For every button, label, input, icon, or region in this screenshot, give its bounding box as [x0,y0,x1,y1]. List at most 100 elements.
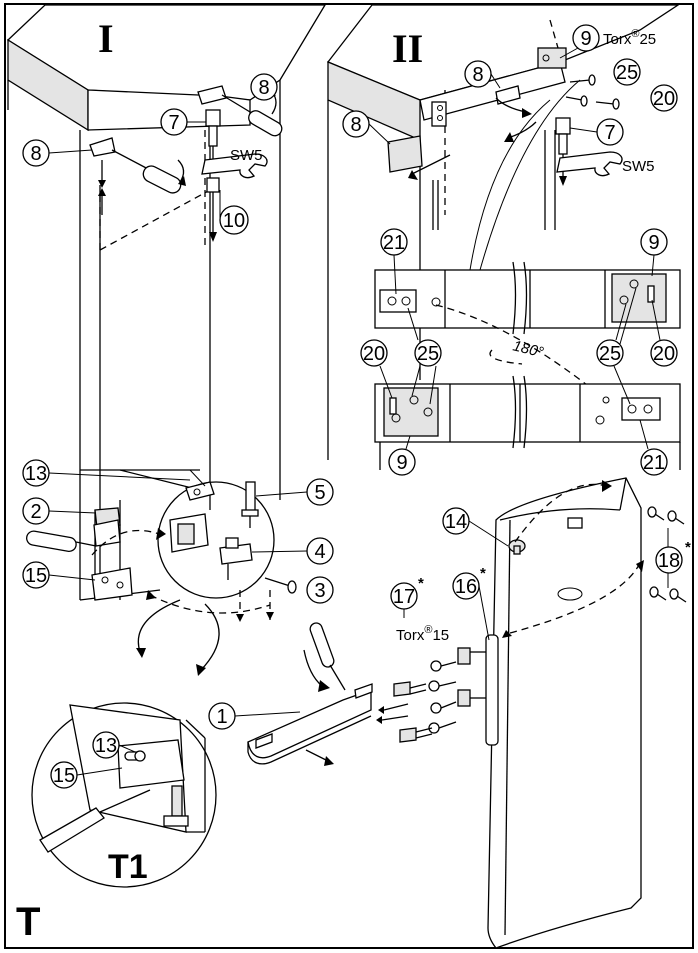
hinge-cover-8-left [387,135,423,173]
callout-5: 5 [255,478,334,506]
wrench-tool-left [201,153,268,179]
svg-text:9: 9 [648,232,659,254]
svg-text:25: 25 [616,62,638,84]
callout-9-strip: 9 [640,228,668,277]
screws-18 [647,506,687,603]
callout-25-left: 25 [407,307,442,405]
hinge-detail-magnifier [119,469,275,599]
rotation-angle-label: 180° [511,337,545,361]
handle-screws [428,647,486,734]
svg-text:20: 20 [653,343,675,365]
callout-15-b: 15 [50,761,123,789]
svg-text:10: 10 [223,210,245,232]
plinth-cover [247,683,373,765]
callout-4: 4 [251,537,334,565]
corner-label-T: T [16,900,40,944]
asterisk-17: * [418,575,424,592]
screw-3 [264,577,297,594]
callout-1: 1 [208,702,301,730]
svg-text:1: 1 [216,706,227,728]
callout-13-a: 13 [22,459,191,487]
panel-label-I: I [98,16,114,61]
callout-9-bottom: 9 [388,435,416,476]
callout-15-a: 15 [22,561,96,589]
callout-20-left: 20 [360,339,393,399]
page-border [4,3,694,949]
svg-text:9: 9 [580,28,591,50]
callout-3: 3 [306,576,334,604]
hinge-pin-bolt-right [555,117,571,186]
callout-25-right: 25 [596,287,637,405]
svg-text:16: 16 [455,576,477,598]
screwdriver-tool-lower [26,530,97,553]
svg-text:25: 25 [417,343,439,365]
callout-16: 16 [452,572,490,641]
screwdriver-tool-plinth [309,622,346,691]
svg-text:15: 15 [53,765,75,787]
svg-text:21: 21 [643,452,665,474]
asterisk-18: * [685,539,691,556]
callout-10: 10 [219,190,249,235]
callout-7-b: 7 [569,118,624,146]
panel-label-II: II [392,26,423,71]
callout-17: 17 [390,582,418,618]
callout-7-a: 7 [160,108,206,136]
detail-label-T1: T1 [108,848,148,886]
svg-text:9: 9 [396,452,407,474]
fridge-door [487,477,642,949]
top-hinge-bracket [419,47,567,127]
screwdriver-tool-upper [89,137,182,194]
asterisk-16: * [480,565,486,582]
torx-25-label: Torx®25 [603,28,656,48]
hinge-pin-bolt [205,109,221,170]
wrench-tool-right [556,151,623,177]
wrench-size-label-left: SW5 [230,147,263,164]
svg-text:20: 20 [653,88,675,110]
bottom-hinge-left [91,500,133,601]
hinge-strip-lower [374,375,681,449]
callout-14: 14 [442,507,509,547]
svg-text:13: 13 [95,735,117,757]
svg-text:5: 5 [314,482,325,504]
door-handle [485,634,499,746]
svg-text:21: 21 [383,232,405,254]
svg-text:7: 7 [168,112,179,134]
callout-13-b: 13 [92,731,136,759]
screws-top-right [565,74,620,110]
callout-2: 2 [22,497,97,525]
callout-21-bottom: 21 [639,419,668,476]
svg-text:15: 15 [25,565,47,587]
callout-25-top: 25 [613,58,641,86]
torx-15-label: Torx®15 [396,624,449,644]
callout-8-right-left: 8 [342,110,391,145]
svg-text:14: 14 [445,511,467,533]
callout-8-b: 8 [250,73,278,101]
svg-text:17: 17 [393,586,415,608]
svg-text:8: 8 [350,114,361,136]
svg-text:4: 4 [314,541,325,563]
callout-9-top: 9 [559,24,600,59]
hinge-strip-upper [374,261,681,335]
end-caps [376,681,433,743]
svg-text:8: 8 [472,64,483,86]
svg-text:20: 20 [363,343,385,365]
callout-18: 18 [655,546,683,574]
callout-8-right-top: 8 [464,60,501,89]
callout-20-right: 20 [650,299,678,367]
svg-text:8: 8 [258,77,269,99]
wrench-size-label-right: SW5 [622,158,655,175]
spacer-sleeve [206,177,220,242]
hinge-cover-tool [197,85,283,137]
svg-text:13: 13 [25,463,47,485]
callout-8-a: 8 [22,139,93,167]
callout-21-top: 21 [380,228,408,295]
hinge-pin [241,481,259,528]
svg-text:25: 25 [599,343,621,365]
svg-text:2: 2 [30,501,41,523]
svg-text:18: 18 [658,550,680,572]
callout-20-top: 20 [650,84,678,112]
svg-text:8: 8 [30,143,41,165]
svg-text:7: 7 [604,122,615,144]
svg-text:3: 3 [314,580,325,602]
